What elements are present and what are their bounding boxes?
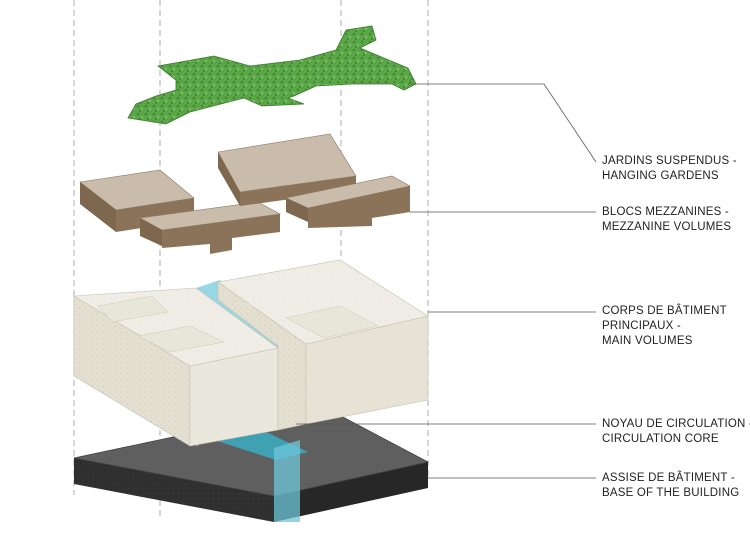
mezz-left-front <box>116 198 194 232</box>
hanging-gardens <box>127 25 417 125</box>
label-main-volumes: CORPS DE BÂTIMENT PRINCIPAUX - MAIN VOLU… <box>602 304 727 349</box>
main-right-step <box>285 305 379 339</box>
label-main-line1: CORPS DE BÂTIMENT <box>602 305 727 317</box>
leader-gardens <box>408 83 597 163</box>
label-mezzanines-line1: BLOCS MEZZANINES - <box>602 206 729 218</box>
main-left-step-2 <box>137 325 225 353</box>
label-gardens-line2: HANGING GARDENS <box>602 170 719 182</box>
mezz-center-side <box>140 218 162 246</box>
mezz-left-side <box>80 182 116 232</box>
core-vertical <box>274 440 300 522</box>
main-right-top <box>217 259 429 345</box>
label-gardens: JARDINS SUSPENDUS - HANGING GARDENS <box>602 154 737 184</box>
mezz-top-side <box>218 152 240 206</box>
label-core-line2: CIRCULATION CORE <box>602 433 719 445</box>
main-left-step-1 <box>97 295 169 323</box>
base-of-building <box>73 415 430 522</box>
label-base-line2: BASE OF THE BUILDING <box>602 487 740 499</box>
label-gardens-line1: JARDINS SUSPENDUS - <box>602 155 737 167</box>
base-side-front <box>274 462 428 522</box>
label-main-line3: MAIN VOLUMES <box>602 335 693 347</box>
mezz-right-front <box>308 186 410 228</box>
label-base: ASSISE DE BÂTIMENT - BASE OF THE BUILDIN… <box>602 471 739 501</box>
mezzanine-volumes <box>79 133 411 254</box>
mezz-right-side <box>286 198 308 222</box>
label-main-line2: PRINCIPAUX - <box>602 320 681 332</box>
mezz-center-front <box>162 214 280 254</box>
label-circulation-core: NOYAU DE CIRCULATION - CIRCULATION CORE <box>602 417 750 447</box>
label-core-line1: NOYAU DE CIRCULATION - <box>602 418 750 430</box>
label-mezzanines-line2: MEZZANINE VOLUMES <box>602 221 732 233</box>
label-mezzanines: BLOCS MEZZANINES - MEZZANINE VOLUMES <box>602 205 731 235</box>
label-base-line1: ASSISE DE BÂTIMENT - <box>602 472 735 484</box>
leader-lines <box>296 83 597 479</box>
garden-slab <box>127 25 417 125</box>
mezz-top-front <box>240 176 356 206</box>
base-side-left <box>74 458 274 522</box>
main-volumes <box>73 259 429 447</box>
